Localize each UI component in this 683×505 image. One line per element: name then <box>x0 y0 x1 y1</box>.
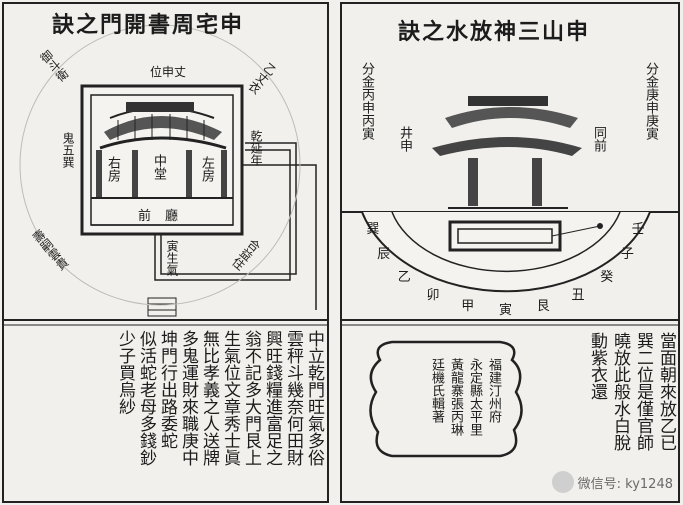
gate-label: 寅生氣 <box>165 240 179 276</box>
right-body-text: 當面朝來放乙已 巽二位是僅官師 曉放此般水白脫 動紫衣還 <box>544 332 676 497</box>
text-col: 興旺錢糧進富足之 <box>262 330 282 466</box>
right-label-right-top: 分金庚申庚寅 <box>643 62 658 140</box>
text-col: 動紫衣還 <box>587 332 607 400</box>
label-left-mid: 鬼五巽 <box>61 132 75 168</box>
right-label-left-gate: 井申 <box>397 126 412 152</box>
text-col: 巽二位是僅官師 <box>633 332 653 451</box>
cartouche-line: 永定縣太平里 <box>467 358 482 436</box>
dial-sector: 丑 <box>571 287 585 303</box>
label-tr-b: 位申丈 <box>150 65 187 79</box>
hall-center: 中堂 <box>151 154 166 180</box>
dial-sector: 甲 <box>461 299 475 315</box>
right-label-left-top: 分金丙申丙寅 <box>359 62 374 140</box>
wechat-watermark: 微信号: ky1248 <box>551 471 673 493</box>
left-body-text: 中立乾門旺氣多俗 雲秤斗幾奈何田財 興旺錢糧進富足之 翁不記多大門艮上 生氣位文… <box>60 330 324 500</box>
dial-sector: 辰 <box>377 247 391 263</box>
hall-left-room: 左房 <box>199 156 214 182</box>
cartouche-line: 福建汀州府 <box>486 358 501 423</box>
text-col: 坤門行出路委蛇 <box>157 330 177 449</box>
text-col: 少子買烏紗 <box>115 330 135 415</box>
dial-sector: 子 <box>620 247 634 263</box>
right-title: 訣之水放神三山申 <box>398 19 591 45</box>
dial-sector: 乙 <box>397 270 411 286</box>
text-col: 無比孝義之人送牌 <box>199 330 219 466</box>
cartouche-line: 廷機氏輯著 <box>429 358 444 423</box>
text-col: 似活蛇老母多錢鈔 <box>136 330 156 466</box>
text-col: 雲秤斗幾奈何田財 <box>283 330 303 466</box>
dial-sector: 卯 <box>426 287 440 303</box>
watermark-text: 微信号: ky1248 <box>577 476 673 492</box>
dial-sector: 壬 <box>631 221 645 237</box>
dial-sector: 癸 <box>600 270 614 286</box>
dial-sector: 寅 <box>499 303 513 318</box>
dial-sector: 艮 <box>536 299 550 315</box>
dial-sector: 巽 <box>366 221 380 237</box>
text-col: 翁不記多大門艮上 <box>241 330 261 466</box>
right-label-right-gate: 同前 <box>591 126 606 152</box>
text-col: 多鬼運財來職庚中 <box>178 330 198 466</box>
text-col: 曉放此般水白脫 <box>610 332 630 451</box>
hall-right-room: 右房 <box>105 156 120 182</box>
front-hall: 前廳 <box>138 209 193 224</box>
cartouche-text: 福建汀州府 永定縣太平里 黃龍寨張丙琳 廷機氏輯著 <box>400 358 501 450</box>
text-col: 當面朝來放乙已 <box>656 332 676 451</box>
text-col: 生氣位文章秀士眞 <box>220 330 240 466</box>
cartouche-line: 黃龍寨張丙琳 <box>448 358 463 436</box>
text-col: 中立乾門旺氣多俗 <box>304 330 324 466</box>
wechat-icon <box>551 471 574 493</box>
label-right-a: 乾延年 <box>249 130 263 166</box>
left-title: 訣之門開書周宅申 <box>52 12 245 38</box>
